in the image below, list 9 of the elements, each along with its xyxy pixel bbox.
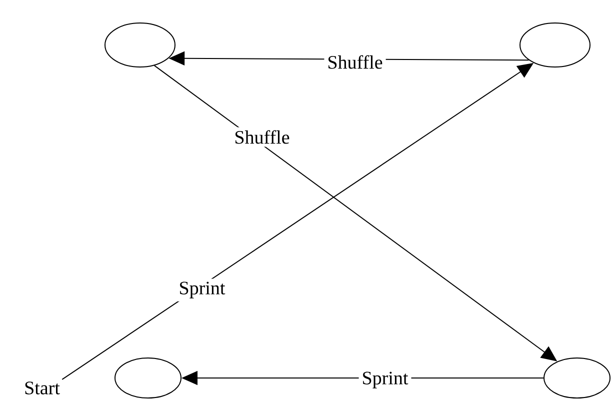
state-ellipse — [544, 358, 610, 398]
edge-label: Shuffle — [324, 52, 386, 72]
state-ellipse — [114, 358, 182, 398]
edge-label: Sprint — [358, 368, 412, 392]
edge-label: Shuffle — [231, 127, 293, 147]
state-ellipse — [104, 22, 176, 68]
state-label: Start — [25, 382, 60, 394]
edge-label: Sprint — [176, 278, 228, 302]
state-ellipse — [520, 22, 590, 68]
